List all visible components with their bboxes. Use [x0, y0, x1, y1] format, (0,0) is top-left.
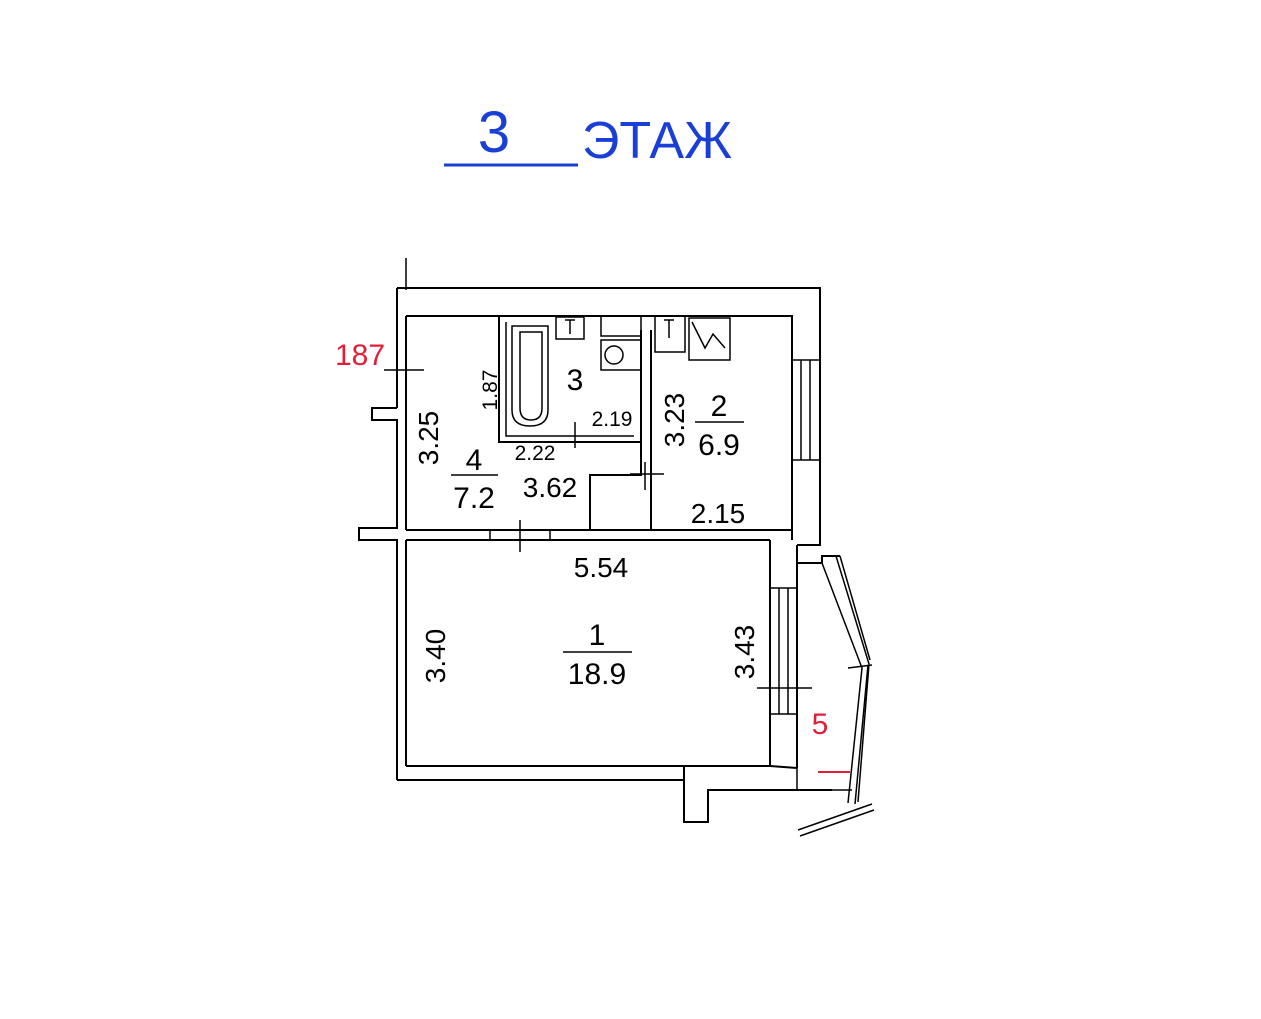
room-4-label: 4 7.2 — [451, 444, 498, 515]
room-2-area: 6.9 — [698, 429, 740, 462]
balcony — [796, 555, 875, 837]
room-3-label: 3 — [567, 364, 584, 397]
toilet — [600, 315, 642, 371]
dim-room1-left-height: 3.40 — [420, 629, 451, 684]
room-1-number: 1 — [589, 619, 606, 652]
dim-room3-width: 2.19 — [592, 408, 633, 431]
window-room1 — [769, 587, 798, 715]
sink-fixture — [555, 316, 585, 340]
dim-hall-width: 3.62 — [523, 472, 578, 503]
partitions — [406, 316, 792, 541]
room-4-number: 4 — [466, 444, 483, 477]
room-1-area: 18.9 — [568, 658, 626, 691]
height-mark: 187 — [335, 339, 385, 372]
window-room2 — [791, 359, 821, 461]
room-4-area: 7.2 — [453, 482, 495, 515]
bathtub — [511, 325, 549, 427]
room-1-label: 1 18.9 — [563, 619, 632, 691]
dim-room1-width: 5.54 — [574, 552, 629, 583]
room-2-number: 2 — [711, 390, 728, 423]
room-3-number: 3 — [567, 364, 584, 397]
dim-hall-width-top: 2.22 — [515, 442, 556, 465]
dim-room1-right-height: 3.43 — [729, 625, 760, 680]
dim-room3-height: 1.87 — [479, 370, 502, 411]
balcony-number: 5 — [812, 708, 829, 741]
dim-room2-height: 3.23 — [659, 393, 690, 448]
dim-hall-height: 3.25 — [413, 411, 444, 466]
tick-marks — [384, 362, 812, 689]
floor-label: ЭТАЖ — [582, 112, 732, 170]
stove — [688, 317, 731, 361]
floor-number: 3 — [478, 100, 510, 165]
kitchen-sink — [654, 315, 686, 353]
dim-room2-width: 2.15 — [691, 498, 746, 529]
room-2-label: 2 6.9 — [695, 390, 744, 462]
